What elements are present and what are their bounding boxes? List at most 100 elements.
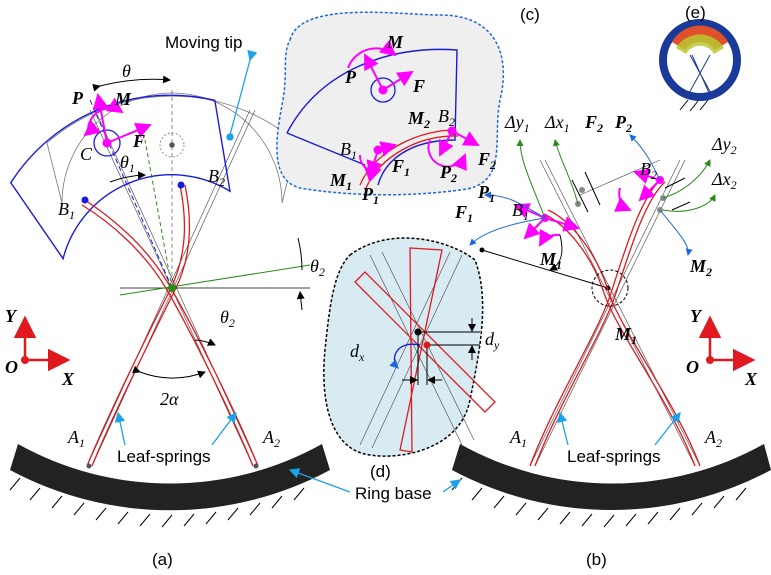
axis-X-label-b: X <box>744 369 758 389</box>
panel-c-label: (c) <box>520 5 540 24</box>
callout-lines-b <box>442 411 681 493</box>
displacement-arrows-b <box>469 134 716 271</box>
F2-label-b: F2 <box>584 112 603 135</box>
point-C-label: C <box>80 144 93 164</box>
point-B2-a <box>177 181 185 189</box>
inset-c-M1-label: M1 <box>329 170 352 193</box>
B1-label-b: B1 <box>512 200 529 223</box>
A1-label-b: A1 <box>509 427 527 450</box>
inset-d-leader-dot-start <box>479 247 485 253</box>
inset-d-dy-label: dy <box>485 329 500 352</box>
inset-c-P-label: P <box>344 67 357 87</box>
inset-c-B1-label: B1 <box>340 139 357 162</box>
theta2-label-a: θ2 <box>310 256 325 279</box>
inset-d-springs <box>354 247 496 453</box>
tip-loads-b <box>513 168 661 247</box>
leaf-springs-b <box>529 179 701 467</box>
theta2-spring-label: θ2 <box>220 307 235 330</box>
leaf-springs-label-a: Leaf-springs <box>117 447 211 466</box>
inset-c-M-label: M <box>386 32 404 52</box>
dy1-label: Δy1 <box>504 112 530 135</box>
callout-lines-a <box>114 49 351 493</box>
dashed-blue-line <box>89 99 173 289</box>
dx1-label: Δx1 <box>544 112 570 135</box>
inset-e-stress-band-inner <box>676 34 724 54</box>
ground-hatch-a <box>9 477 305 528</box>
inset-c-F2-label: F2 <box>477 149 496 172</box>
A2-label-a: A2 <box>262 427 280 450</box>
panel-e-label: (e) <box>685 3 706 22</box>
inset-c-loads <box>347 39 480 183</box>
inset-c-P2-label: P2 <box>439 162 457 185</box>
panel-a: Moving tip θ P M F C θ1 B1 B2 θ2 θ2 2α Y… <box>5 33 432 569</box>
panel-e: (e) <box>659 3 741 112</box>
moment-M-label: M <box>114 89 132 109</box>
inset-d-leader-line <box>481 249 609 289</box>
inset-d-undeformed-center <box>414 328 422 336</box>
axis-Y-label-b: Y <box>690 306 703 326</box>
M1-label-upper-b: M1 <box>539 249 562 272</box>
theta-angle-arc <box>92 75 171 92</box>
dx2-label: Δx2 <box>711 169 737 192</box>
rotated-reference-line <box>119 264 311 296</box>
coordinate-axes-b <box>698 315 756 372</box>
inset-e-hatch <box>679 99 709 112</box>
inset-e-springs <box>687 54 713 96</box>
B1-label-a: B1 <box>58 199 75 222</box>
axis-Y-label-a: Y <box>5 306 18 326</box>
ring-base-a <box>10 444 330 511</box>
point-A1-a <box>86 463 92 469</box>
panel-d: dy dx (d) <box>323 237 611 481</box>
tip-loads-a <box>83 93 152 157</box>
panel-b: Δy1 Δx1 F2 P2 Δy2 Δx2 B2 B1 P1 F1 M1 M2 … <box>442 112 771 569</box>
panel-a-label: (a) <box>152 550 173 569</box>
dashed-green-line <box>144 139 173 289</box>
inset-d-dx-label: dx <box>350 341 365 364</box>
leaf-springs-label-b: Leaf-springs <box>567 447 661 466</box>
inset-c-F-label: F <box>412 76 425 96</box>
inset-c-M2-label: M2 <box>407 108 430 131</box>
point-B1-a <box>81 196 89 204</box>
inset-d-displacement-arrow <box>389 343 421 369</box>
A2-label-b: A2 <box>704 427 722 450</box>
inset-d-outline <box>323 237 484 457</box>
crossing-point <box>168 284 176 292</box>
origin-O-label-b: O <box>686 357 699 377</box>
theta-label: θ <box>122 61 131 81</box>
inset-c-tip-outline <box>286 48 458 186</box>
axis-X-label-a: X <box>61 369 75 389</box>
dimension-lines-b <box>571 171 691 213</box>
inset-d-dimension-marks <box>402 318 480 385</box>
two-alpha-arc <box>132 365 206 379</box>
two-alpha-label: 2α <box>160 389 179 409</box>
P1-label-b: P1 <box>477 182 495 205</box>
deformed-moving-tip <box>9 94 231 261</box>
load-P-label: P <box>71 88 84 108</box>
point-A2-a <box>253 463 259 469</box>
M1-label-lower-b: M1 <box>614 324 637 347</box>
F1-label-b: F1 <box>454 202 473 225</box>
theta2-spring-arc <box>194 338 216 346</box>
moving-tip-label: Moving tip <box>165 33 242 52</box>
inset-d-deformed-center <box>423 341 431 349</box>
panel-c: P M F B1 B2 M2 F1 M1 P1 F2 P2 (c) <box>276 5 540 207</box>
panel-b-label: (b) <box>586 550 607 569</box>
panel-d-label: (d) <box>370 462 391 481</box>
theta1-angle-arc <box>109 171 146 183</box>
inset-e-ring <box>659 19 741 101</box>
B2-label-b: B2 <box>640 159 657 182</box>
inset-c-F1-label: F1 <box>391 156 410 179</box>
A1-label-a: A1 <box>67 427 85 450</box>
force-F-label: F <box>132 131 145 151</box>
ring-base-b <box>452 444 771 511</box>
theta1-label: θ1 <box>120 152 135 175</box>
M2-label-b: M2 <box>689 256 712 279</box>
coordinate-axes-a <box>13 315 71 372</box>
ring-base-label: Ring base <box>355 484 432 503</box>
inset-c-B2-label: B2 <box>438 106 455 129</box>
theta2-angle-arc-a <box>298 237 302 311</box>
inset-c-center-circle <box>370 77 396 103</box>
B2-label-a: B2 <box>208 166 225 189</box>
dy2-label: Δy2 <box>711 134 737 157</box>
